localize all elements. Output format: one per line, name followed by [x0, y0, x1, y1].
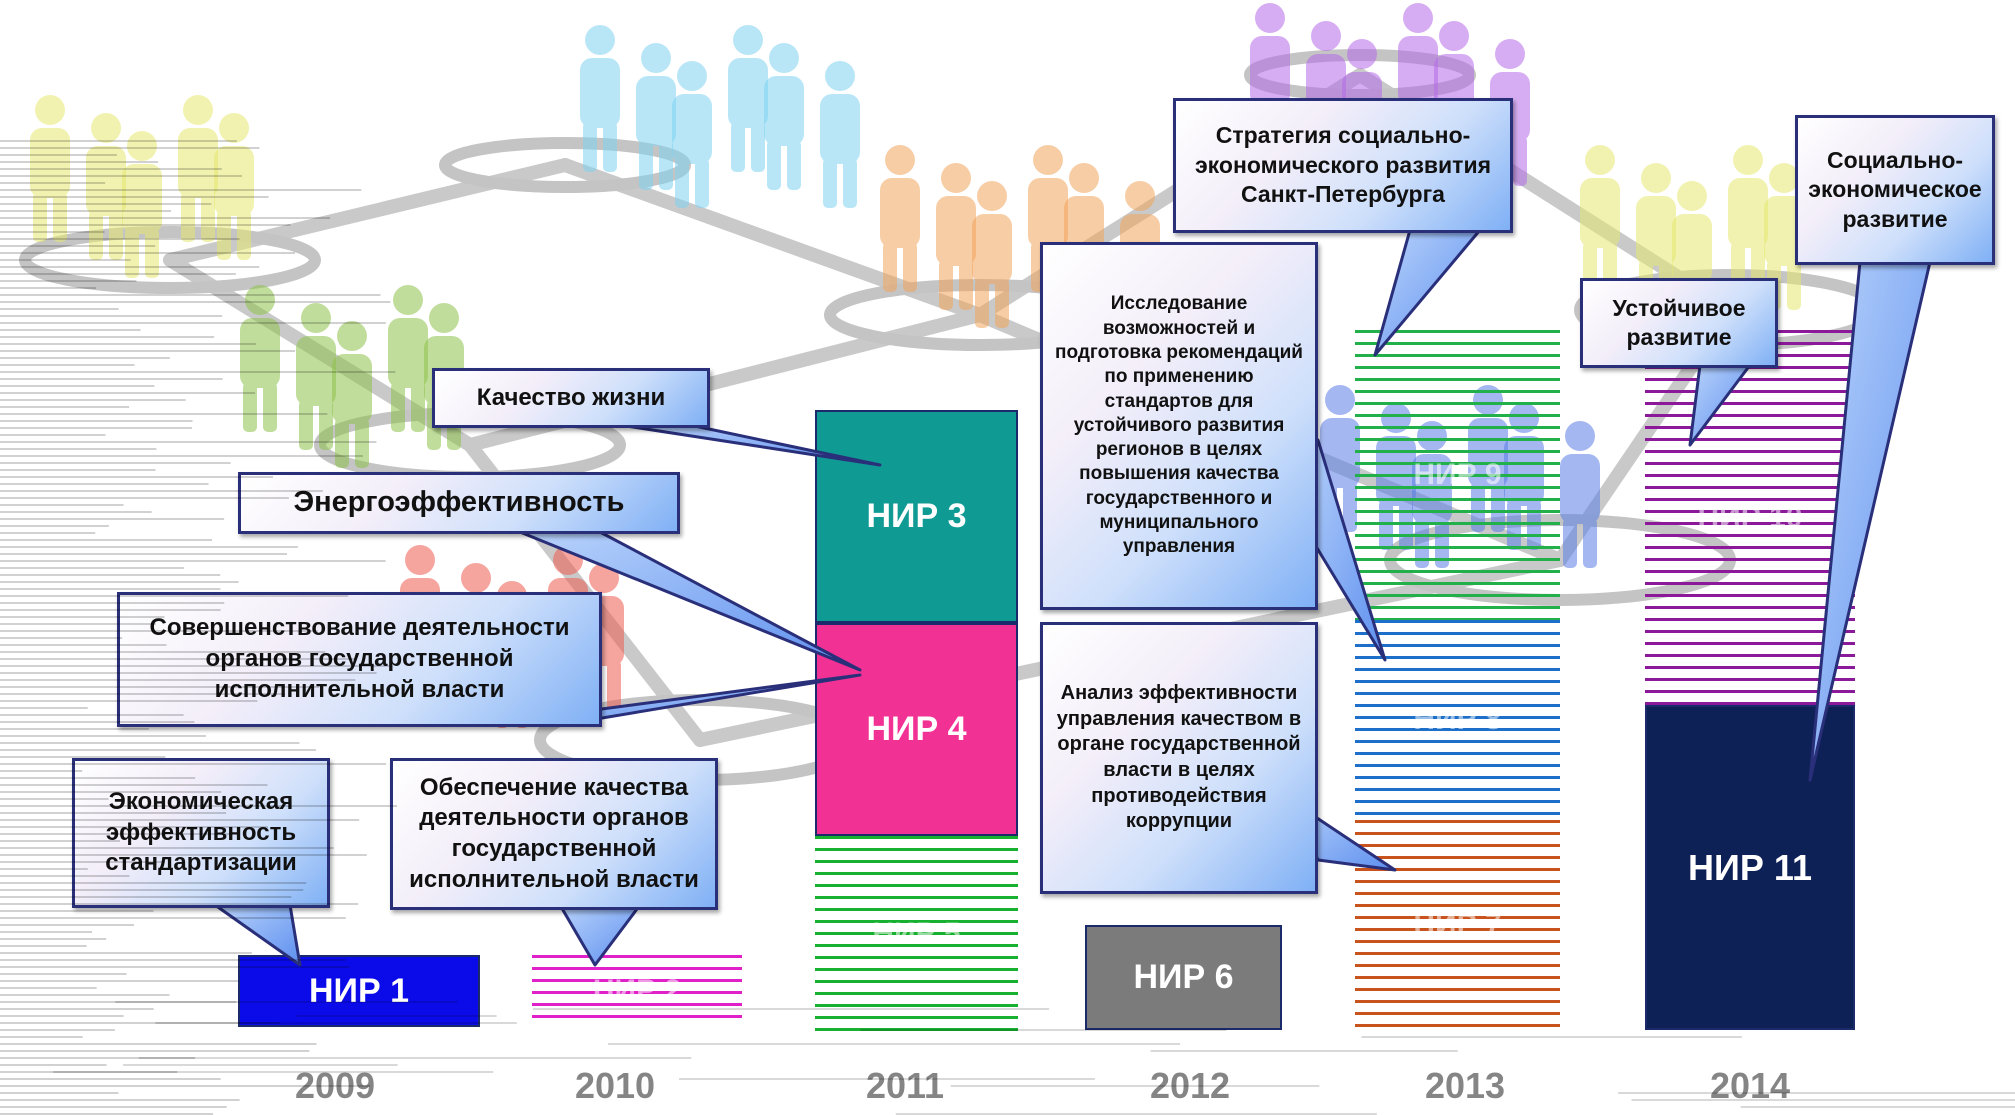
person-figure — [1580, 145, 1620, 292]
year-label: 2012 — [1149, 1065, 1231, 1106]
bar-label: НИР 3 — [866, 497, 967, 535]
callout-text: Качество жизни — [476, 383, 666, 411]
bar-nir11: НИР 11 — [1645, 705, 1855, 1030]
bar-label: НИР 1 — [308, 971, 410, 1010]
bar-nir3: НИР 3 — [815, 410, 1018, 623]
person-figure — [86, 113, 126, 260]
callout-quality-assurance: Обеспечение качества деятельности органо… — [390, 758, 718, 910]
bar-nir4: НИР 4 — [815, 623, 1018, 836]
year-label: 2009 — [294, 1065, 376, 1106]
callout-sustainable: Устойчивое развитие — [1580, 278, 1778, 368]
callout-text: Устойчивое развитие — [1612, 294, 1746, 350]
callout-pointer-economic-efficiency — [213, 903, 302, 967]
callout-text: Энергоэффективность — [293, 486, 625, 519]
callout-text: Анализ эффективности управления качество… — [1056, 682, 1302, 833]
callout-text: Совершенствование деятельности органов г… — [149, 614, 570, 703]
callout-text: Экономическая эффективность стандартизац… — [105, 787, 297, 877]
bar-nir1: НИР 1 — [238, 955, 480, 1027]
bar-label: НИР 2 — [592, 974, 682, 1007]
person-figure — [672, 61, 712, 208]
person-figure — [936, 163, 976, 310]
person-figure — [122, 131, 162, 278]
person-figure — [1636, 163, 1676, 310]
bar-label: НИР 9 — [1413, 458, 1502, 491]
bar-label: НИР 4 — [866, 710, 967, 748]
person-figure — [764, 43, 804, 190]
year-label: 2013 — [1424, 1065, 1506, 1106]
person-figure — [332, 321, 372, 468]
bar-nir2: НИР 2 — [532, 955, 742, 1027]
callout-pointer-sustainable — [1688, 363, 1752, 447]
year-label: 2011 — [865, 1065, 945, 1106]
bar-nir9: НИР 9 — [1355, 330, 1560, 620]
person-figure — [728, 25, 768, 172]
person-figure — [214, 113, 254, 260]
network-ring — [19, 226, 321, 294]
bar-label: НИР 8 — [1413, 703, 1502, 736]
person-figure — [880, 145, 920, 292]
callout-pointer-quality-of-life — [618, 423, 882, 467]
person-figure — [972, 181, 1012, 328]
year-label: 2010 — [574, 1065, 656, 1106]
bar-label: НИР 10 — [1697, 500, 1803, 534]
bar-label: НИР 7 — [1413, 908, 1502, 941]
callout-pointer-quality-assurance — [558, 903, 642, 967]
callout-improvement: Совершенствование деятельности органов г… — [117, 592, 602, 727]
callout-quality-of-life: Качество жизни — [432, 368, 710, 428]
bar-nir8: НИР 8 — [1355, 620, 1560, 820]
callout-text: Исследование возможностей и подготовка р… — [1055, 293, 1303, 558]
bar-nir6: НИР 6 — [1085, 925, 1282, 1030]
callout-text: Обеспечение качества деятельности органо… — [409, 773, 699, 893]
bar-nir10: НИР 10 — [1645, 330, 1855, 705]
callout-energy-efficiency: Энергоэффективность — [238, 472, 680, 534]
callout-pointer-spb-strategy — [1373, 228, 1482, 357]
year-label: 2014 — [1709, 1065, 1791, 1106]
bar-nir7: НИР 7 — [1355, 820, 1560, 1030]
person-figure — [178, 95, 218, 242]
person-figure — [580, 25, 620, 172]
bar-label: НИР 6 — [1133, 958, 1234, 996]
person-figure — [388, 285, 428, 432]
callout-pointer-socio-economic — [1808, 260, 1932, 782]
person-figure — [296, 303, 336, 450]
person-figure — [636, 43, 676, 190]
person-figure — [820, 61, 860, 208]
person-figure — [1560, 421, 1600, 568]
callout-spb-strategy: Стратегия социально-экономического разви… — [1173, 98, 1513, 233]
bar-nir5: НИР 5 — [815, 836, 1018, 1031]
callout-economic-efficiency: Экономическая эффективность стандартизац… — [72, 758, 330, 908]
callout-socio-economic: Социально-экономическое развитие — [1795, 115, 1995, 265]
callout-text: Стратегия социально-экономического разви… — [1194, 122, 1491, 208]
bar-label: НИР 5 — [872, 916, 961, 950]
bar-label: НИР 11 — [1688, 846, 1812, 888]
callout-research-standards: Исследование возможностей и подготовка р… — [1040, 242, 1318, 610]
callout-text: Социально-экономическое развитие — [1808, 146, 1982, 232]
person-figure — [240, 285, 280, 432]
person-figure — [30, 95, 70, 242]
callout-anticorruption: Анализ эффективности управления качество… — [1040, 622, 1318, 894]
